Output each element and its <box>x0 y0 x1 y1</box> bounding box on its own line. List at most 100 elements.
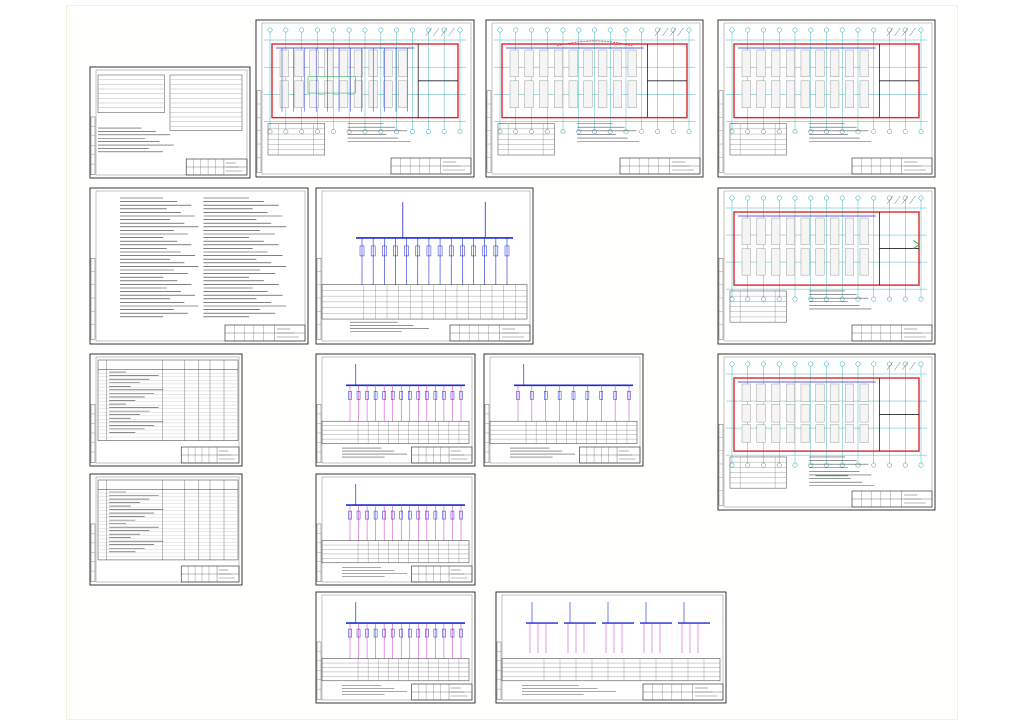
axis-bubble <box>441 27 447 33</box>
axis-bubble <box>362 27 368 33</box>
breaker-symbol <box>390 628 395 638</box>
axis-bubble <box>824 361 829 367</box>
equipment-rack <box>294 80 304 108</box>
axis-bubble <box>441 129 447 135</box>
axis-bubble <box>839 462 845 468</box>
axis-bubble <box>670 27 676 33</box>
axis-bubble <box>792 129 798 135</box>
equipment-rack <box>815 217 825 245</box>
title-block <box>851 157 933 175</box>
leader-line <box>662 27 669 37</box>
breaker-symbol <box>433 391 438 400</box>
circuit-table <box>489 420 638 444</box>
leader-line <box>909 195 916 205</box>
legend-table <box>729 290 787 323</box>
breaker-symbol <box>425 510 429 520</box>
breaker-symbol <box>433 510 438 520</box>
specification-table <box>97 359 239 441</box>
equipment-rack <box>568 80 578 108</box>
axis-bubble <box>729 195 735 201</box>
inner-frame <box>489 356 641 464</box>
breaker-symbol <box>460 245 465 257</box>
inner-frame <box>95 190 306 342</box>
equipment-rack <box>786 404 795 423</box>
axis-bubble <box>457 27 463 33</box>
equipment-rack <box>756 217 766 245</box>
equipment-rack <box>771 217 781 245</box>
equipment-rack <box>294 49 304 78</box>
equipment-rack <box>786 248 795 276</box>
breaker-symbol <box>399 628 403 638</box>
equipment-rack <box>859 404 869 423</box>
axis-bubble <box>792 296 798 302</box>
binding-strip <box>486 90 492 173</box>
equipment-rack <box>398 49 408 78</box>
breaker-symbol <box>416 510 421 520</box>
axis-bubble <box>315 129 320 135</box>
axis-bubble <box>871 296 877 302</box>
equipment-rack <box>509 80 519 108</box>
leader-line <box>440 27 447 37</box>
breaker-symbol <box>448 245 454 257</box>
breaker-symbol <box>416 628 421 638</box>
equipment-rack <box>741 80 751 108</box>
axis-bubble <box>808 462 814 468</box>
sheet-sheet-title-and-notes <box>89 66 251 179</box>
axis-bubble <box>918 462 924 468</box>
equipment-rack <box>815 49 825 78</box>
axis-bubble <box>761 195 766 201</box>
breaker-symbol <box>382 510 386 520</box>
breaker-symbol <box>557 391 562 400</box>
binding-strip <box>484 404 490 463</box>
binding-strip <box>90 404 96 463</box>
sheet-border <box>315 591 476 704</box>
axis-bubble <box>839 195 845 201</box>
axis-bubble <box>887 129 892 135</box>
equipment-rack <box>844 424 854 443</box>
equipment-rack <box>844 383 854 402</box>
breaker-symbol <box>504 245 510 257</box>
axis-bubble <box>639 129 645 135</box>
equipment-rack <box>741 424 751 443</box>
equipment-rack <box>383 49 393 78</box>
binding-strip <box>90 116 96 175</box>
sheet-border <box>483 353 644 467</box>
equipment-rack <box>554 49 563 78</box>
breaker-symbol <box>408 510 412 520</box>
panel-schedule <box>321 364 470 458</box>
breaker-symbol <box>408 628 412 638</box>
axis-bubble <box>855 129 861 135</box>
axis-bubble <box>824 195 829 201</box>
sheet-sheet-panel-5 <box>495 591 727 704</box>
sheet-sheet-main-switchboard <box>315 187 534 345</box>
circuit-table <box>321 658 470 682</box>
sheet-sheet-spec-2 <box>89 473 243 586</box>
axis-bubble <box>560 27 566 33</box>
breaker-symbol <box>442 628 446 638</box>
equipment-rack <box>800 49 810 78</box>
equipment-rack <box>524 49 534 78</box>
equipment-rack <box>771 80 781 108</box>
axis-bubble <box>918 129 924 135</box>
sheet-sheet-plan-5 <box>717 353 936 511</box>
sheet-sheet-plan-1 <box>255 19 475 178</box>
axis-bubble <box>855 361 861 367</box>
equipment-rack <box>554 80 563 108</box>
equipment-rack <box>756 80 766 108</box>
axis-bubble <box>529 129 534 135</box>
equipment-rack <box>786 383 795 402</box>
breaker-symbol <box>373 391 378 400</box>
axis-bubble <box>871 195 877 201</box>
breaker-symbol <box>390 391 395 400</box>
breaker-symbol <box>359 245 365 257</box>
breaker-symbol <box>393 245 398 257</box>
equipment-rack <box>509 49 519 78</box>
axis-bubble <box>529 27 534 33</box>
binding-strip <box>316 641 322 700</box>
breaker-symbol <box>382 391 386 400</box>
title-block <box>579 446 641 464</box>
equipment-rack <box>324 80 334 108</box>
breaker-symbol <box>348 510 352 520</box>
entry-arrow <box>913 240 921 249</box>
title-block <box>449 324 531 342</box>
